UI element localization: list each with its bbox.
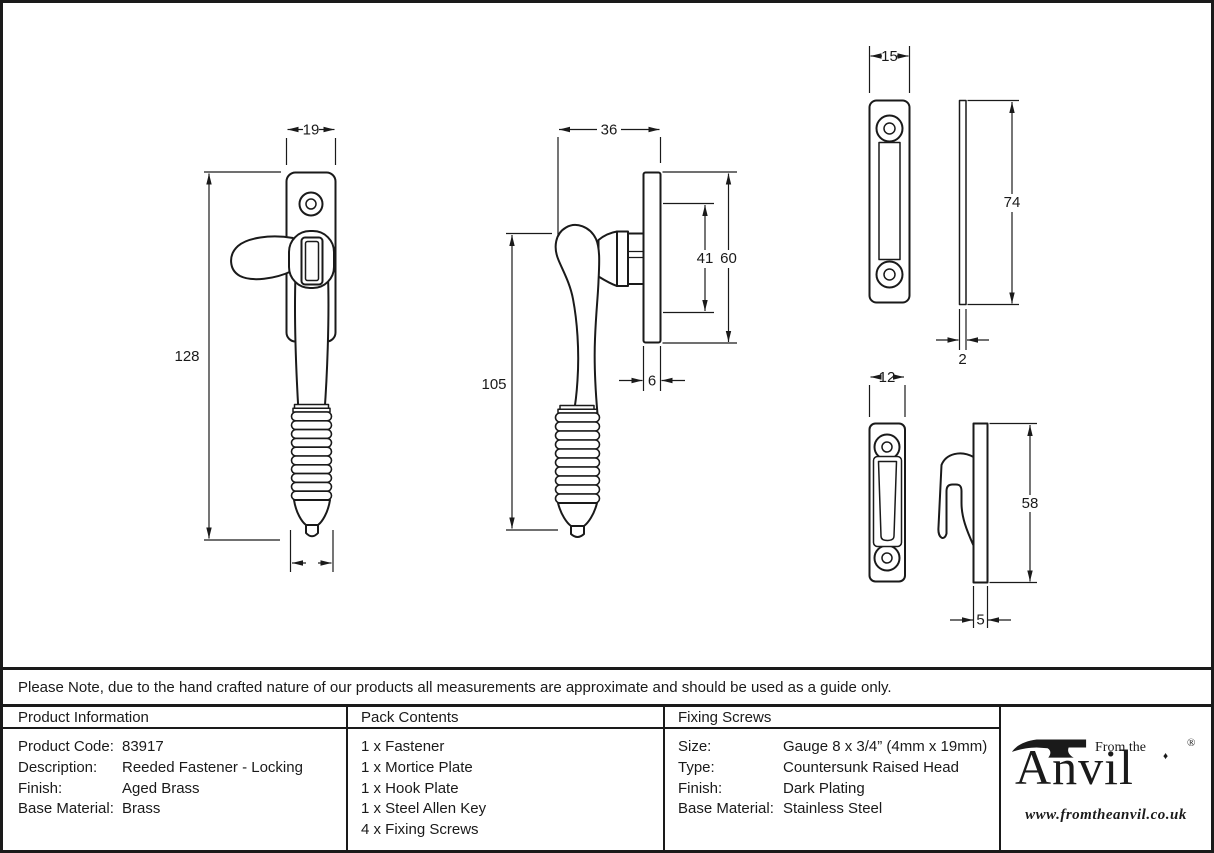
dim-fastener-front-height: 128 <box>174 348 199 365</box>
dim-fastener-side-width: 36 <box>601 122 618 139</box>
list-item: 1 x Fastener <box>361 738 445 755</box>
row-label: Finish: <box>18 779 63 797</box>
note-text: Please Note, due to the hand crafted nat… <box>18 678 892 696</box>
row-value: Dark Plating <box>783 779 865 797</box>
drawing-area-border <box>0 0 1214 670</box>
dim-fastener-front-width: 19 <box>303 122 320 139</box>
row-value: Aged Brass <box>122 779 200 797</box>
row-label: Size: <box>678 738 712 755</box>
table-row: Description: Reeded Fastener - Locking <box>18 758 346 779</box>
handle-tip <box>293 499 331 526</box>
locking-lever <box>230 235 294 281</box>
row-label: Description: <box>18 758 98 776</box>
dim-mortice-thickness: 2 <box>958 351 966 368</box>
product-information-header: Product Information <box>3 707 346 729</box>
fastener-plate-side <box>642 171 662 344</box>
handle-profile <box>554 224 601 415</box>
row-value: Gauge 8 x 3/4” (4mm x 19mm) <box>783 738 988 755</box>
dim-plate-thickness: 6 <box>648 373 656 390</box>
row-label: Product Code: <box>18 738 114 755</box>
row-value: 83917 <box>122 738 164 755</box>
row-value: Brass <box>122 800 161 818</box>
logo-prefix: From the <box>1095 739 1146 755</box>
row-value: Reeded Fastener - Locking <box>122 758 303 776</box>
registered-mark: ® <box>1187 736 1196 749</box>
table-row: Base Material: Brass <box>18 799 346 820</box>
table-row: Size: Gauge 8 x 3/4” (4mm x 19mm) <box>678 737 999 758</box>
mortice-plate-side <box>958 99 967 306</box>
product-information-column: Product Information Product Code: 83917 … <box>3 707 348 850</box>
fastener-side-view: 36 105 <box>481 122 737 538</box>
hook-profile <box>937 452 975 547</box>
fixing-screws-column: Fixing Screws Size: Gauge 8 x 3/4” (4mm … <box>665 707 1001 850</box>
info-table: Product Information Product Code: 83917 … <box>0 707 1214 853</box>
table-row: Product Code: 83917 <box>18 737 346 758</box>
pack-contents-body: 1 x Fastener 1 x Mortice Plate 1 x Hook … <box>348 729 663 850</box>
from-the-anvil-logo: From the ♦ Anvil ® www.fromtheanvil.co.u… <box>1007 732 1205 826</box>
row-label: Base Material: <box>678 800 774 818</box>
list-item: 1 x Hook Plate <box>361 779 459 797</box>
table-row: Finish: Aged Brass <box>18 779 346 800</box>
table-row: Base Material: Stainless Steel <box>678 799 999 820</box>
dim-plate-height: 60 <box>720 250 737 267</box>
row-label: Finish: <box>678 779 723 797</box>
mortice-slot <box>878 141 901 261</box>
dim-hook-thickness: 5 <box>976 612 984 629</box>
measurement-note: Please Note, due to the hand crafted nat… <box>0 670 1214 707</box>
pack-contents-header: Pack Contents <box>348 707 663 729</box>
row-label: Base Material: <box>18 800 114 818</box>
pack-contents-column: Pack Contents 1 x Fastener 1 x Mortice P… <box>348 707 665 850</box>
dim-hook-width: 12 <box>879 369 896 386</box>
dim-mortice-width: 15 <box>881 48 898 65</box>
anvil-icon <box>1011 739 1087 758</box>
logo-brand: Anvil <box>1015 738 1134 795</box>
list-item: 4 x Fixing Screws <box>361 821 479 839</box>
mortice-plate-views: 15 74 2 <box>868 46 1021 368</box>
technical-drawings: 19 128 <box>0 0 1214 670</box>
fixing-screws-header: Fixing Screws <box>665 707 999 729</box>
logo-website: www.fromtheanvil.co.uk <box>1025 806 1187 823</box>
table-row: Type: Countersunk Raised Head <box>678 758 999 779</box>
dim-fastener-side-height: 105 <box>481 376 506 393</box>
fixing-screws-body: Size: Gauge 8 x 3/4” (4mm x 19mm) Type: … <box>665 729 999 850</box>
list-item: 1 x Steel Allen Key <box>361 800 487 818</box>
dim-keep-span: 41 <box>697 250 714 267</box>
dim-mortice-height: 74 <box>1004 194 1021 211</box>
handle-knob <box>597 230 618 287</box>
list-item: 1 x Mortice Plate <box>361 758 473 776</box>
reeded-grip-side <box>554 412 601 504</box>
hook-plate-side <box>972 422 989 584</box>
fastener-front-view: 19 128 <box>174 122 337 572</box>
product-information-body: Product Code: 83917 Description: Reeded … <box>3 729 346 850</box>
row-value: Stainless Steel <box>783 800 883 818</box>
brand-logo-cell: From the ♦ Anvil ® www.fromtheanvil.co.u… <box>1001 707 1211 850</box>
reeded-grip <box>290 411 333 501</box>
dim-hook-height: 58 <box>1022 495 1039 512</box>
row-value: Countersunk Raised Head <box>783 758 959 776</box>
diamond-icon: ♦ <box>1163 750 1169 762</box>
table-row: Finish: Dark Plating <box>678 779 999 800</box>
handle-stem <box>294 274 330 413</box>
hook-plate-views: 12 58 5 <box>868 369 1039 629</box>
row-label: Type: <box>678 758 715 776</box>
